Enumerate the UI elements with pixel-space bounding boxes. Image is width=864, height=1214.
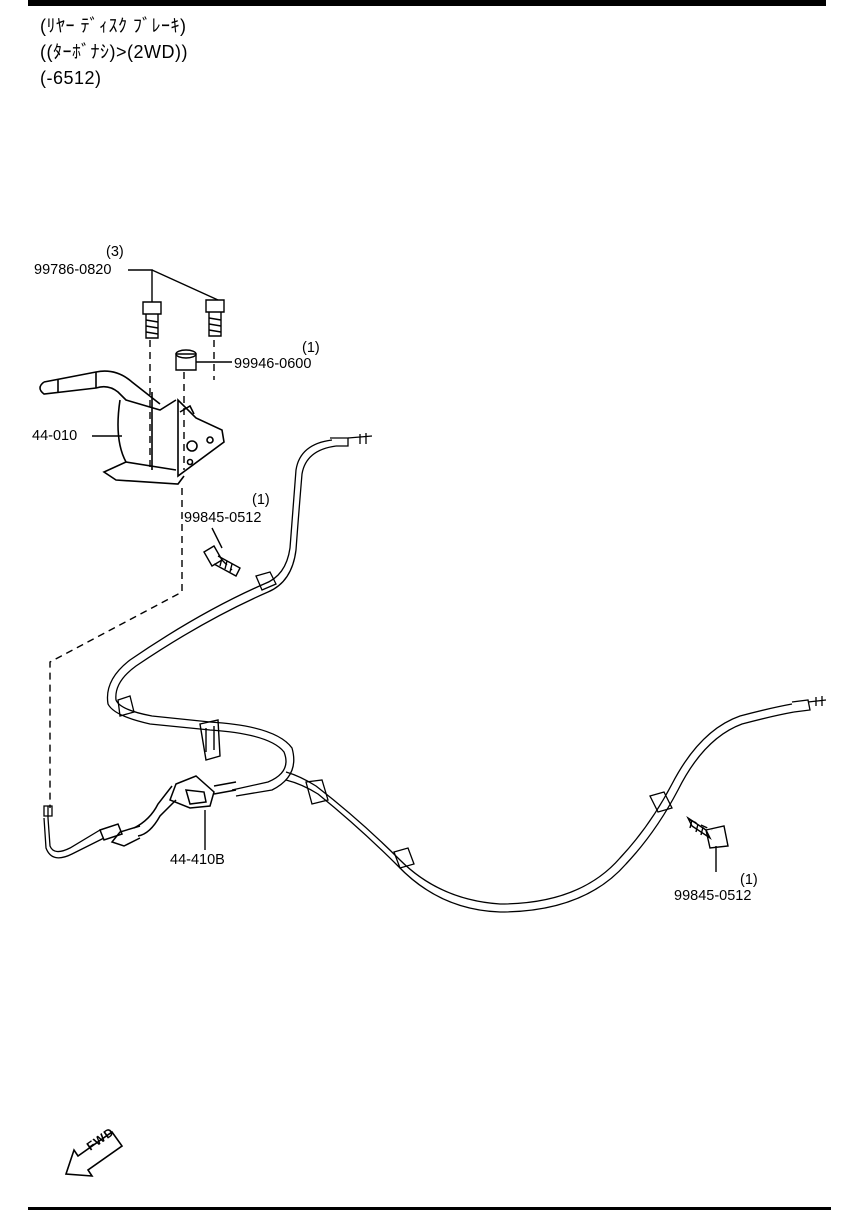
label-bolt-right: 99845-0512 [674,888,752,904]
bottom-border-rule [28,1207,831,1210]
qty-bolt-mid: (1) [252,492,270,508]
top-border-rule [28,0,826,6]
cable-clamp-icon [199,719,221,761]
leader-bolt-b [151,269,219,301]
left-cable [43,805,105,859]
label-lever: 44-010 [32,428,78,444]
nut-icon [175,349,197,371]
fwd-arrow-icon [64,1130,124,1177]
label-nut: 99946-0600 [234,356,312,372]
bolt-icon-mid [203,545,241,577]
qty-bolt-top: (3) [106,244,124,260]
label-bolt-mid: 99845-0512 [184,510,262,526]
leader-bolt-mid [211,527,223,549]
qty-nut: (1) [302,340,320,356]
bolt-icon-right [686,815,729,849]
equalizer-icon [99,775,237,847]
bolt-icon-a [142,301,162,339]
hand-brake-lever-icon [39,370,225,485]
qty-bolt-right: (1) [740,872,758,888]
label-equalizer: 44-410B [170,852,225,868]
label-bolt-top: 99786-0820 [34,262,112,278]
leader-bolt-a [128,269,153,302]
front-cable [106,433,373,797]
bolt-icon-b [205,299,225,337]
title-line-2: ((ﾀｰﾎﾞﾅｼ)>(2WD)) [40,42,188,62]
right-cable [285,696,827,913]
title-line-1: (ﾘﾔｰ ﾃﾞｨｽｸ ﾌﾞﾚｰｷ) [40,16,187,36]
title-line-3: (-6512) [40,68,102,88]
